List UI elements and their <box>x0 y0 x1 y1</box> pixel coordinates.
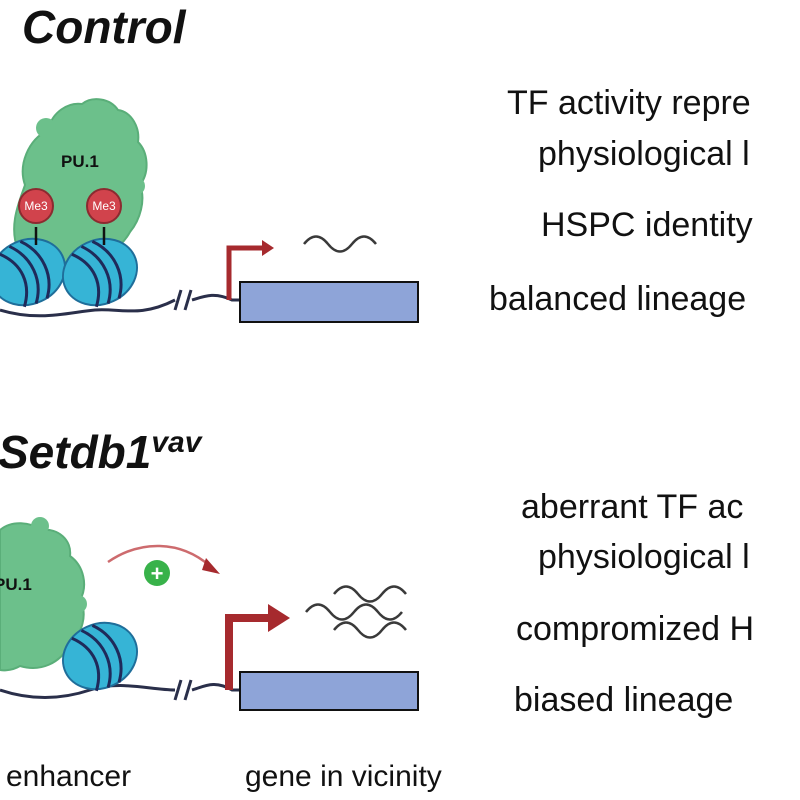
plus-icon <box>144 560 170 586</box>
control-nucleosome-1 <box>0 237 66 308</box>
setdb1-tss-arrow <box>225 614 270 690</box>
control-pu1-label: PU.1 <box>61 152 99 171</box>
control-gene-box <box>239 281 419 323</box>
setdb1-transcript-1 <box>333 585 407 603</box>
setdb1-diagram: PU.1 + <box>0 517 419 711</box>
control-desc-4: balanced lineage <box>489 280 747 318</box>
control-transcript <box>303 235 377 253</box>
control-me3-label-1: Me3 <box>24 199 48 213</box>
setdb1-activation-arrow <box>107 544 211 567</box>
setdb1-dna-break-2 <box>183 679 193 701</box>
setdb1-desc-2: physiological l <box>538 538 750 576</box>
setdb1-desc-1: aberrant TF ac <box>521 488 744 526</box>
control-nucleosome-2 <box>62 237 138 308</box>
gene-label: gene in vicinity <box>245 760 442 793</box>
plus-symbol: + <box>151 561 164 586</box>
control-tss-arrow <box>226 245 262 300</box>
setdb1-nucleosome <box>62 621 138 692</box>
setdb1-title: Setdb1vav <box>0 426 202 478</box>
control-dna-break-2 <box>183 289 193 311</box>
setdb1-title-main: Setdb1 <box>0 426 152 478</box>
setdb1-transcript-3 <box>333 621 407 639</box>
enhancer-label: enhancer <box>6 760 132 793</box>
setdb1-dna <box>0 684 176 699</box>
setdb1-pu1-label: PU.1 <box>0 575 32 594</box>
setdb1-desc-4: biased lineage <box>514 681 734 719</box>
setdb1-transcript-2 <box>305 603 403 621</box>
setdb1-title-superscript: vav <box>151 426 202 459</box>
control-dna-break-1 <box>173 289 183 311</box>
control-me3-mark-1 <box>18 188 54 224</box>
control-desc-3: HSPC identity <box>541 206 753 244</box>
setdb1-dna-break-1 <box>173 679 183 701</box>
control-desc-2: physiological l <box>538 135 750 173</box>
control-diagram: PU.1 Me3 Me3 <box>0 98 419 323</box>
control-me3-mark-2 <box>86 188 122 224</box>
setdb1-desc-3: compromized H <box>516 610 755 648</box>
control-me3-label-2: Me3 <box>92 199 116 213</box>
setdb1-gene-box <box>239 671 419 711</box>
control-desc-1: TF activity repre <box>507 84 751 122</box>
control-dna <box>0 298 176 318</box>
control-dna-right <box>191 293 240 302</box>
control-title: Control <box>22 1 186 53</box>
